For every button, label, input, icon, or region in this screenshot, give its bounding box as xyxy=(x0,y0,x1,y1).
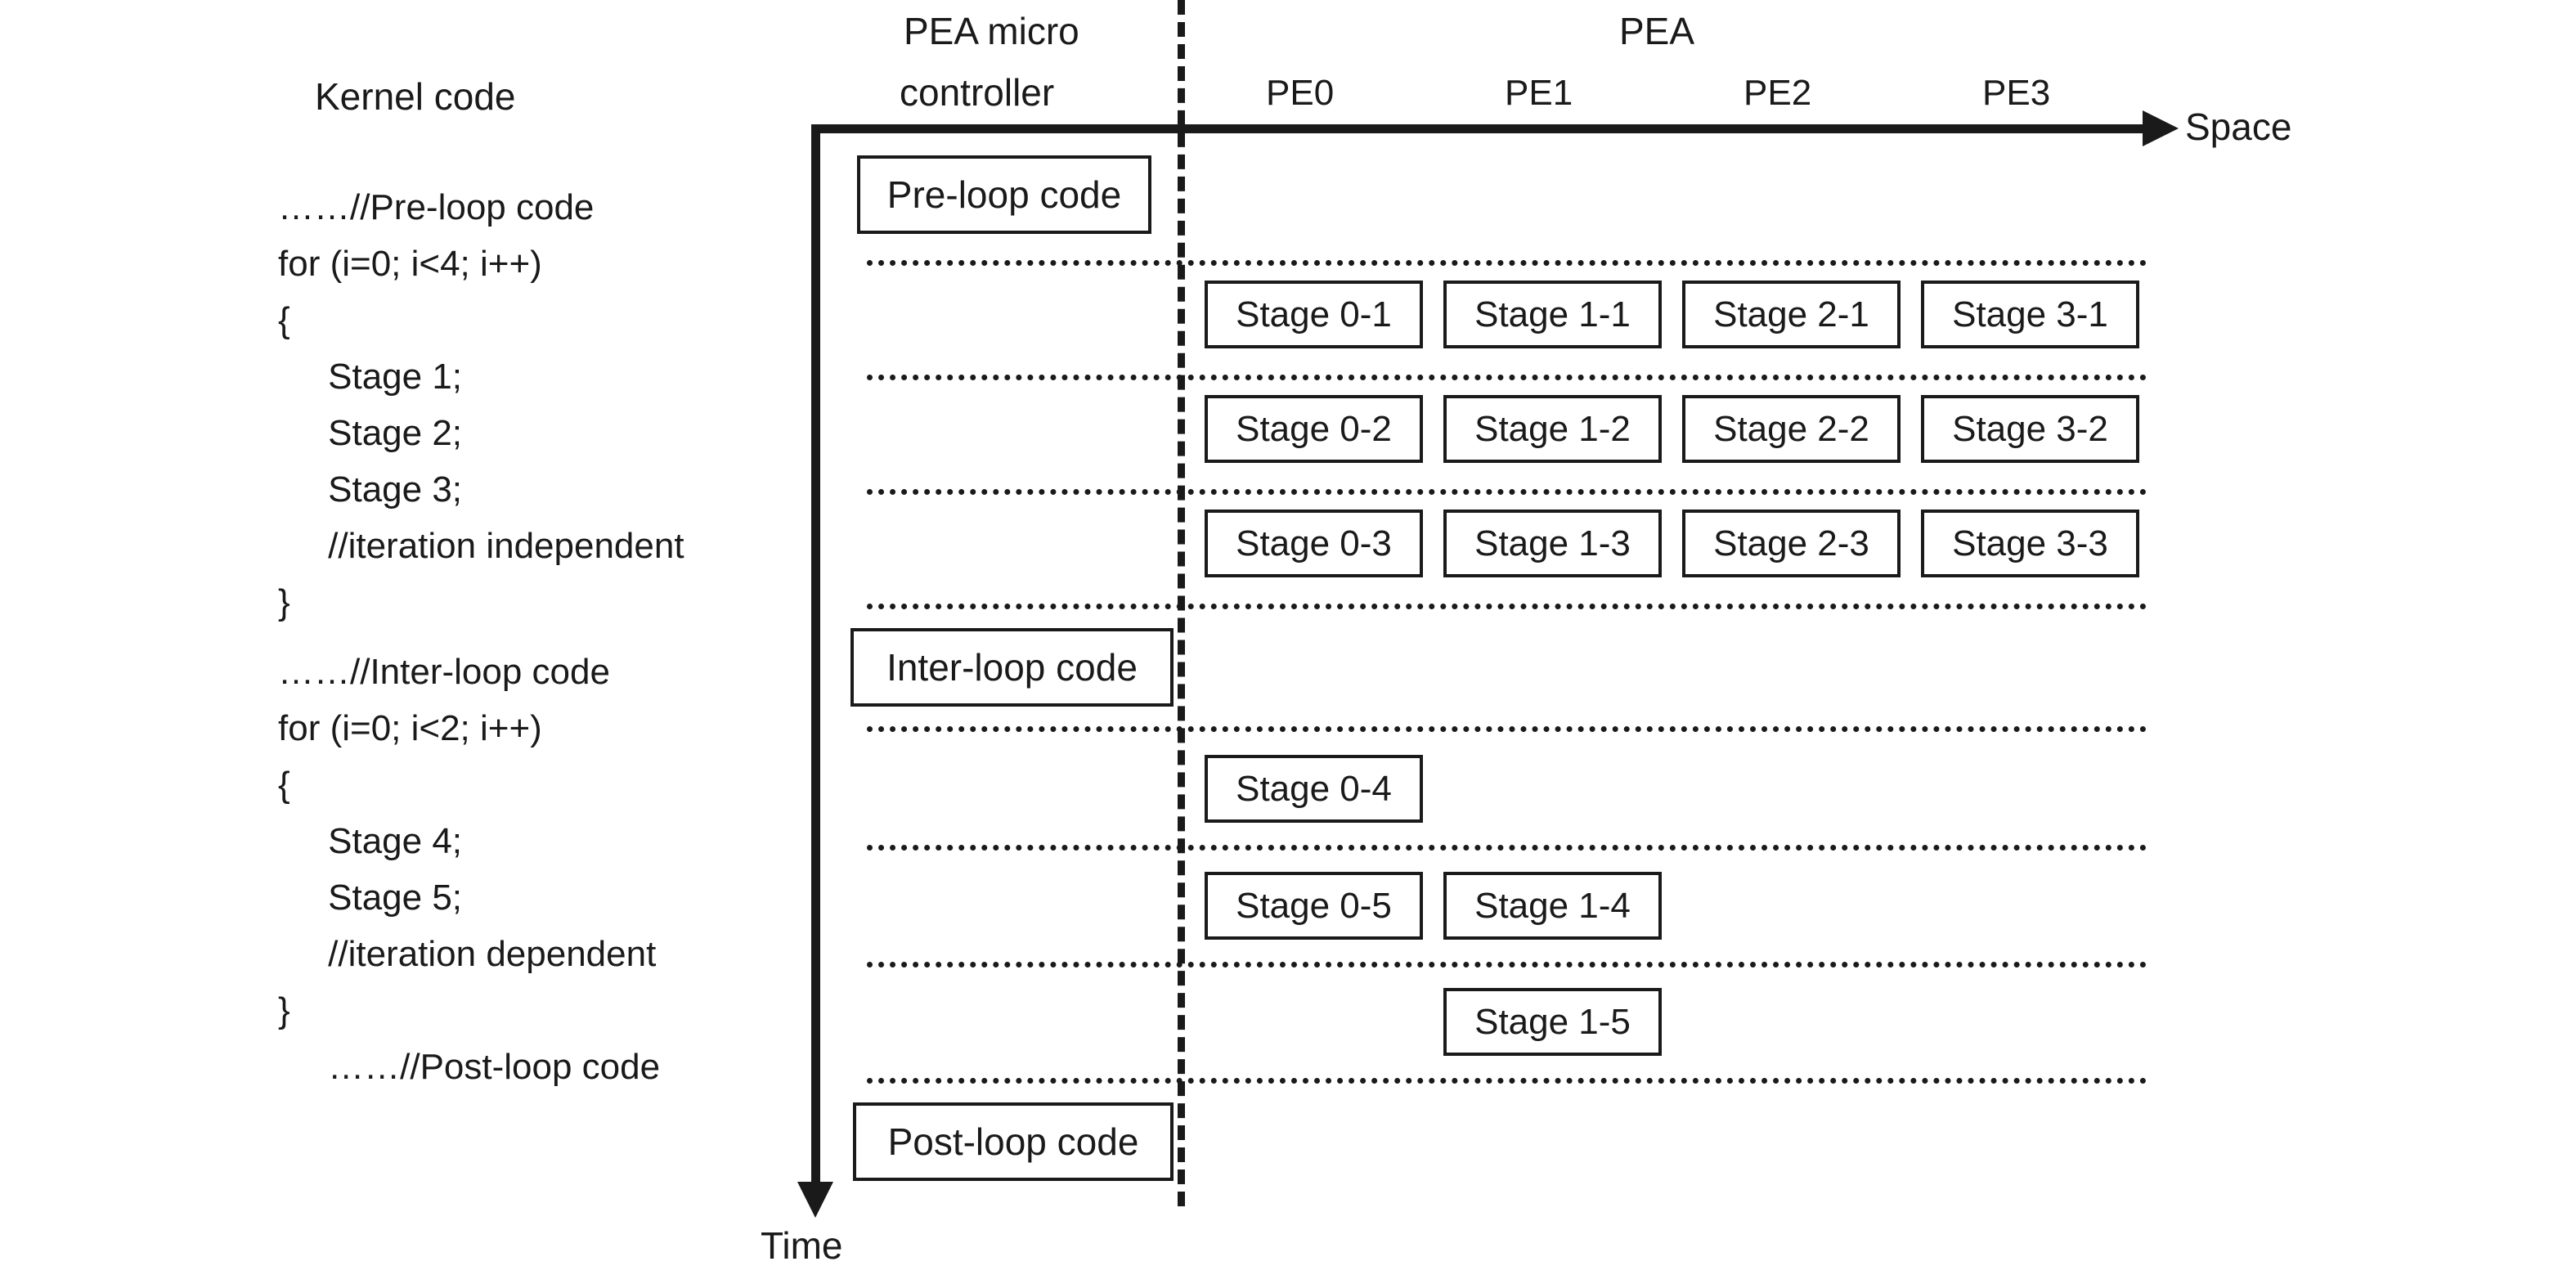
time-step-separator-2 xyxy=(867,375,2147,380)
pea-cell-pe3-stage-3-2[interactable]: Stage 3-2 xyxy=(1921,395,2139,463)
time-step-separator-8 xyxy=(867,1078,2147,1084)
pe-column-label-pe3: PE3 xyxy=(1982,73,2051,113)
pea-micro-controller-heading-line1: PEA micro xyxy=(904,10,1079,52)
space-axis-label: Space xyxy=(2185,106,2292,148)
kernel-code-heading: Kernel code xyxy=(315,75,516,118)
pea-cell-pe1-stage-1-2[interactable]: Stage 1-2 xyxy=(1443,395,1662,463)
pea-micro-controller-heading-line2: controller xyxy=(900,71,1055,114)
kernel-code-line-16: ……//Post-loop code xyxy=(278,1047,661,1087)
pea-cell-pe0-stage-0-2[interactable]: Stage 0-2 xyxy=(1205,395,1423,463)
pea-heading: PEA xyxy=(1619,10,1695,52)
pea-cell-pe3-stage-3-3[interactable]: Stage 3-3 xyxy=(1921,510,2139,577)
pe-column-label-pe0: PE0 xyxy=(1266,73,1335,113)
kernel-code-line-15: } xyxy=(278,990,290,1030)
time-axis-line xyxy=(811,124,820,1183)
time-step-separator-1 xyxy=(867,260,2147,266)
kernel-code-line-13: Stage 5; xyxy=(278,878,463,918)
pea-cell-pe3-stage-3-1[interactable]: Stage 3-1 xyxy=(1921,281,2139,348)
kernel-code-line-5: Stage 2; xyxy=(278,413,463,453)
time-step-separator-5 xyxy=(867,726,2147,732)
kernel-code-line-6: Stage 3; xyxy=(278,469,463,510)
pea-cell-pe0-stage-0-1[interactable]: Stage 0-1 xyxy=(1205,281,1423,348)
pea-cell-pe2-stage-2-2[interactable]: Stage 2-2 xyxy=(1682,395,1901,463)
space-axis-line xyxy=(811,124,2146,133)
time-step-separator-6 xyxy=(867,845,2147,851)
pea-cell-pe1-stage-1-5[interactable]: Stage 1-5 xyxy=(1443,988,1662,1056)
microcontroller-block-post-loop-code[interactable]: Post-loop code xyxy=(853,1102,1174,1181)
kernel-code-line-14: //iteration dependent xyxy=(278,934,657,974)
kernel-code-line-3: { xyxy=(278,300,290,340)
kernel-code-line-4: Stage 1; xyxy=(278,357,463,397)
time-axis-label: Time xyxy=(761,1224,843,1267)
time-step-separator-4 xyxy=(867,604,2147,609)
pe-column-label-pe2: PE2 xyxy=(1744,73,1812,113)
time-step-separator-3 xyxy=(867,489,2147,495)
time-axis-arrowhead xyxy=(797,1182,833,1218)
kernel-code-line-11: { xyxy=(278,765,290,805)
pe-column-label-pe1: PE1 xyxy=(1505,73,1573,113)
microcontroller-block-inter-loop-code[interactable]: Inter-loop code xyxy=(850,628,1174,707)
microcontroller-block-pre-loop-code[interactable]: Pre-loop code xyxy=(857,155,1151,234)
space-axis-arrowhead xyxy=(2143,110,2179,146)
pea-cell-pe0-stage-0-4[interactable]: Stage 0-4 xyxy=(1205,755,1423,823)
kernel-code-line-8: } xyxy=(278,582,290,622)
pea-cell-pe0-stage-0-3[interactable]: Stage 0-3 xyxy=(1205,510,1423,577)
pea-cell-pe1-stage-1-3[interactable]: Stage 1-3 xyxy=(1443,510,1662,577)
pea-cell-pe1-stage-1-1[interactable]: Stage 1-1 xyxy=(1443,281,1662,348)
pea-cell-pe2-stage-2-3[interactable]: Stage 2-3 xyxy=(1682,510,1901,577)
kernel-code-line-7: //iteration independent xyxy=(278,526,684,566)
kernel-code-line-2: for (i=0; i<4; i++) xyxy=(278,244,542,284)
pea-cell-pe2-stage-2-1[interactable]: Stage 2-1 xyxy=(1682,281,1901,348)
kernel-code-line-1: ……//Pre-loop code xyxy=(278,187,595,227)
kernel-code-line-12: Stage 4; xyxy=(278,821,463,861)
pea-cell-pe0-stage-0-5[interactable]: Stage 0-5 xyxy=(1205,872,1423,940)
microcontroller-pea-divider xyxy=(1178,0,1185,1206)
kernel-code-line-10: for (i=0; i<2; i++) xyxy=(278,708,542,748)
time-step-separator-7 xyxy=(867,962,2147,967)
kernel-code-line-9: ……//Inter-loop code xyxy=(278,652,610,692)
pea-cell-pe1-stage-1-4[interactable]: Stage 1-4 xyxy=(1443,872,1662,940)
